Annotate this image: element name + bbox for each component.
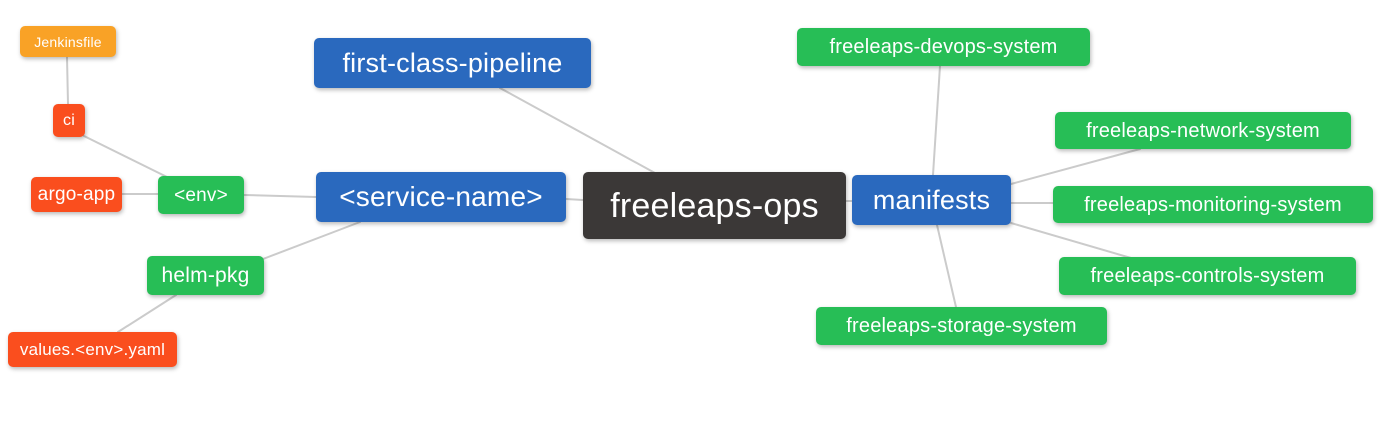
node-freeleaps-ops[interactable]: freeleaps-ops xyxy=(583,172,846,239)
edge-first-class-pipeline-to-freeleaps-ops xyxy=(499,87,656,174)
node-freeleaps-network-system[interactable]: freeleaps-network-system xyxy=(1055,112,1351,149)
edge-service-name-to-freeleaps-ops xyxy=(565,198,584,201)
node-label: ci xyxy=(63,111,75,129)
node-argo-app[interactable]: argo-app xyxy=(31,177,122,212)
edge-manifests-to-freeleaps-controls-system xyxy=(1010,222,1132,259)
edge-manifests-to-freeleaps-network-system xyxy=(1010,148,1141,185)
node-label: freeleaps-network-system xyxy=(1086,119,1320,142)
edge-manifests-to-freeleaps-devops-system xyxy=(932,65,941,176)
node-manifests[interactable]: manifests xyxy=(852,175,1011,225)
node-label: <env> xyxy=(174,184,228,206)
node-freeleaps-controls-system[interactable]: freeleaps-controls-system xyxy=(1059,257,1356,295)
node-service-name[interactable]: <service-name> xyxy=(316,172,566,222)
node-label: freeleaps-devops-system xyxy=(829,36,1058,58)
edge-jenkinsfile-to-ci xyxy=(66,56,69,105)
node-label: freeleaps-controls-system xyxy=(1090,265,1325,287)
edge-env-to-service-name xyxy=(243,194,317,198)
edge-manifests-to-freeleaps-storage-system xyxy=(936,224,957,308)
node-env[interactable]: <env> xyxy=(158,176,244,214)
node-freeleaps-monitoring-system[interactable]: freeleaps-monitoring-system xyxy=(1053,186,1373,223)
node-label: <service-name> xyxy=(339,181,543,212)
edge-ci-to-env xyxy=(83,135,168,178)
node-label: values.<env>.yaml xyxy=(19,340,166,359)
node-label: freeleaps-storage-system xyxy=(846,315,1077,337)
node-label: helm-pkg xyxy=(161,264,250,287)
node-values-env-yaml[interactable]: values.<env>.yaml xyxy=(8,332,177,367)
node-label: argo-app xyxy=(37,184,116,205)
node-first-class-pipeline[interactable]: first-class-pipeline xyxy=(314,38,591,88)
node-label: Jenkinsfile xyxy=(34,33,102,50)
node-ci[interactable]: ci xyxy=(53,104,85,137)
node-label: first-class-pipeline xyxy=(342,47,563,78)
node-jenkinsfile[interactable]: Jenkinsfile xyxy=(20,26,116,57)
node-freeleaps-devops-system[interactable]: freeleaps-devops-system xyxy=(797,28,1090,66)
node-freeleaps-storage-system[interactable]: freeleaps-storage-system xyxy=(816,307,1107,345)
node-label: freeleaps-monitoring-system xyxy=(1084,193,1342,216)
node-label: freeleaps-ops xyxy=(610,186,819,225)
node-helm-pkg[interactable]: helm-pkg xyxy=(147,256,264,295)
edge-values-env-yaml-to-helm-pkg xyxy=(117,294,177,333)
node-label: manifests xyxy=(872,184,991,215)
edge-helm-pkg-to-service-name xyxy=(262,221,361,260)
